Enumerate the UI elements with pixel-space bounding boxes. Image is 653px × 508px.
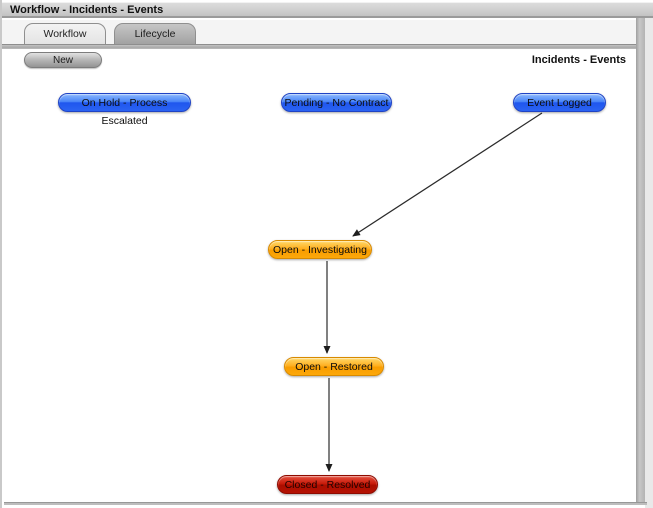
workflow-edges [323, 112, 543, 472]
window-titlebar: Workflow - Incidents - Events [2, 2, 653, 18]
window-bottom-border [4, 502, 647, 505]
window-title: Workflow - Incidents - Events [10, 4, 164, 16]
tab-lifecycle[interactable]: Lifecycle [114, 23, 196, 44]
new-button[interactable]: New [24, 52, 102, 68]
workflow-node-open-restored[interactable]: Open - Restored [284, 357, 384, 376]
workflow-canvas: New Incidents - Events On Hold - Process… [4, 49, 638, 501]
window-right-border [636, 18, 645, 503]
workflow-node-pending-no-contract[interactable]: Pending - No Contract [281, 93, 392, 112]
window-right-edge [645, 18, 653, 508]
tab-strip-divider [2, 44, 653, 49]
workflow-node-closed-resolved[interactable]: Closed - Resolved [277, 475, 378, 494]
workflow-node-on-hold-process-escalated[interactable]: On Hold - Process Escalated [58, 93, 191, 127]
tab-workflow[interactable]: Workflow [24, 23, 106, 44]
page-title: Incidents - Events [531, 54, 626, 66]
tab-bar: Workflow Lifecycle [2, 20, 653, 44]
edge-event-logged-to-open-investigating [352, 112, 543, 237]
workflow-node-open-investigating[interactable]: Open - Investigating [268, 240, 372, 259]
workflow-node-event-logged[interactable]: Event Logged [513, 93, 606, 112]
